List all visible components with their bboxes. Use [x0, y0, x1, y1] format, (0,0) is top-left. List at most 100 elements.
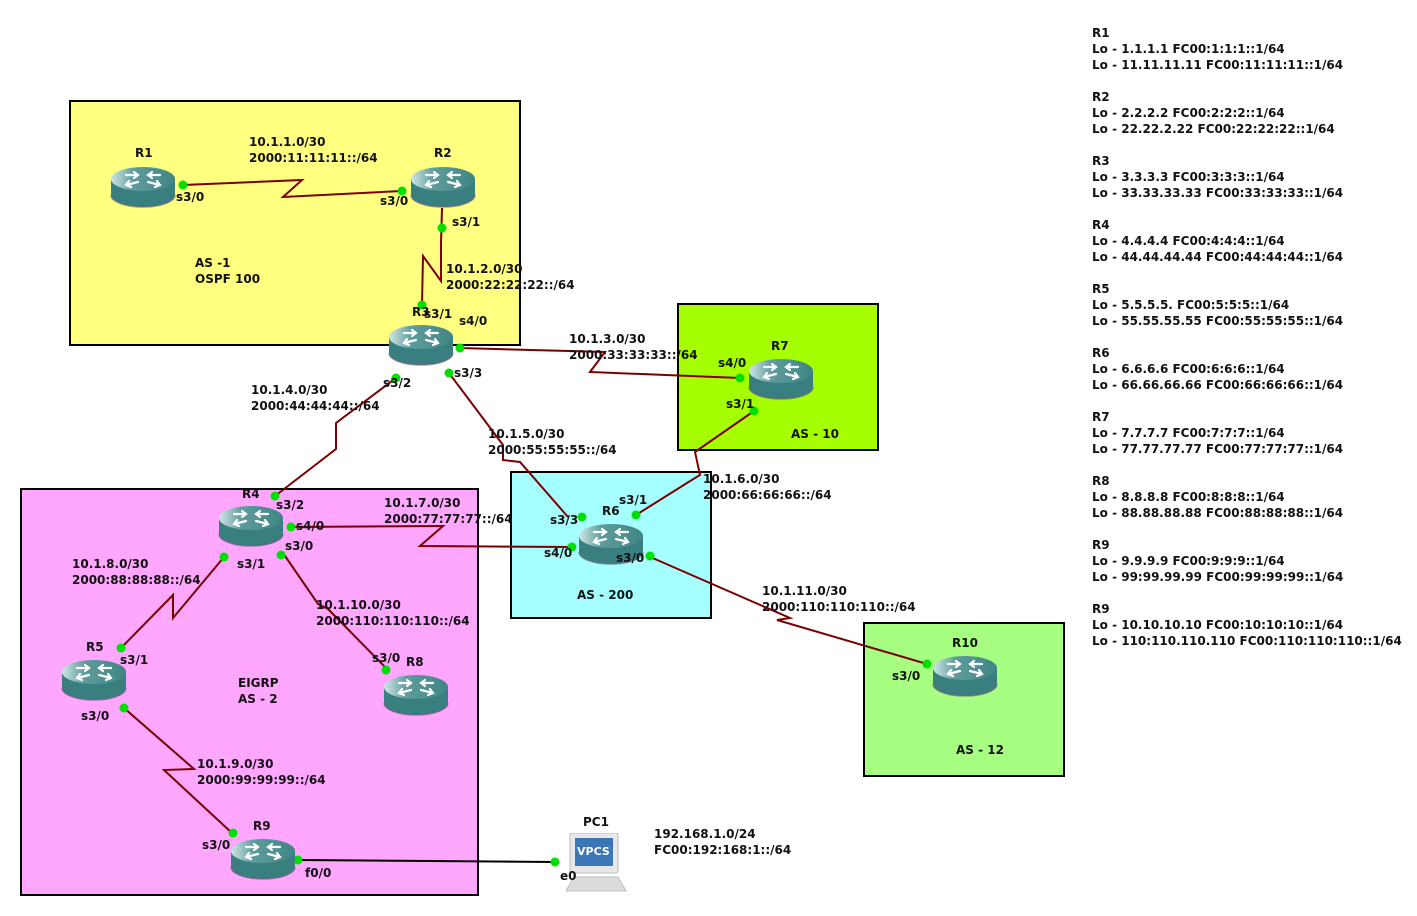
if-pc1-e0: e0: [560, 869, 577, 883]
legend-loopback-line: Lo - 66.66.66.66 FC00:66:66:66::1/64: [1092, 378, 1344, 392]
router-r8[interactable]: [383, 674, 449, 716]
router-r3[interactable]: [388, 324, 454, 366]
port-r1-s3-0[interactable]: [178, 180, 188, 190]
router-r7[interactable]: [748, 358, 814, 400]
link-r9-pc1[interactable]: [297, 859, 556, 863]
if-r9-f0-0: f0/0: [305, 866, 332, 880]
router-r9[interactable]: [230, 838, 296, 880]
link-r5-r9[interactable]: [123, 707, 233, 834]
port-r9-f0-0[interactable]: [293, 855, 303, 865]
port-r8-s3-0[interactable]: [381, 665, 391, 675]
subnet-r3-r6-v4: 10.1.5.0/30: [488, 427, 565, 441]
router-r1[interactable]: [110, 166, 176, 208]
subnet-r4-r6-v6: 2000:77:77:77::/64: [384, 512, 513, 526]
if-r6-s4-0: s4/0: [544, 546, 573, 560]
port-r4-s4-0[interactable]: [286, 522, 296, 532]
port-r6-s4-0[interactable]: [567, 542, 577, 552]
port-r5-s3-0[interactable]: [119, 703, 129, 713]
subnet-r1-r2-v6: 2000:11:11:11::/64: [249, 151, 378, 165]
legend-loopback-line: Lo - 6.6.6.6 FC00:6:6:6::1/64: [1092, 362, 1285, 376]
link-r3-r4[interactable]: [274, 377, 397, 497]
if-r7-s4-0: s4/0: [718, 356, 747, 370]
zone-as1-protocol-label: OSPF 100: [195, 272, 261, 286]
if-r4-s4-0: s4/0: [296, 519, 325, 533]
subnet-r7-r6-v4: 10.1.6.0/30: [703, 472, 780, 486]
subnet-r1-r2-v4: 10.1.1.0/30: [249, 135, 326, 149]
link-r4-r5[interactable]: [120, 556, 225, 649]
router-r10[interactable]: [932, 655, 998, 697]
port-r3-s3-3[interactable]: [444, 368, 454, 378]
legend-loopback-line: Lo - 88.88.88.88 FC00:88:88:88::1/64: [1092, 506, 1344, 520]
legend-title: R9: [1092, 602, 1110, 616]
link-r3-r6[interactable]: [448, 372, 569, 518]
port-r2-s3-0[interactable]: [397, 186, 407, 196]
port-r6-s3-3[interactable]: [577, 512, 587, 522]
link-r6-r10[interactable]: [647, 555, 928, 665]
router-r3-label: R3: [412, 305, 430, 319]
legend-loopback-line: Lo - 3.3.3.3 FC00:3:3:3::1/64: [1092, 170, 1285, 184]
port-r6-s3-0[interactable]: [645, 551, 655, 561]
router-r5[interactable]: [61, 659, 127, 701]
link-r4-r8[interactable]: [282, 552, 389, 671]
port-r3-s4-0[interactable]: [455, 343, 465, 353]
legend-title: R7: [1092, 410, 1110, 424]
link-r1-r2[interactable]: [182, 178, 403, 199]
zone-as1-ospf[interactable]: [69, 100, 521, 346]
if-r3-s3-3: s3/3: [454, 366, 483, 380]
port-pc1-e0[interactable]: [550, 857, 560, 867]
router-r2-label: R2: [434, 146, 452, 160]
legend-loopback-line: Lo - 11.11.11.11 FC00:11:11:11::1/64: [1092, 58, 1344, 72]
legend-title: R5: [1092, 282, 1110, 296]
port-r4-s3-2[interactable]: [270, 491, 280, 501]
port-r3-s3-2[interactable]: [391, 373, 401, 383]
legend-loopback-line: Lo - 110:110.110.110 FC00:110:110:110::1…: [1092, 634, 1402, 648]
port-r7-s4-0[interactable]: [735, 373, 745, 383]
legend-loopback-line: Lo - 7.7.7.7 FC00:7:7:7::1/64: [1092, 426, 1285, 440]
port-r9-s3-0[interactable]: [228, 828, 238, 838]
legend-loopback-line: Lo - 10.10.10.10 FC00:10:10:10::1/64: [1092, 618, 1344, 632]
zone-as12[interactable]: [863, 622, 1065, 777]
if-r5-s3-1: s3/1: [120, 653, 149, 667]
port-r4-s3-0[interactable]: [276, 550, 286, 560]
if-r6-s3-1: s3/1: [619, 493, 648, 507]
if-r3-s3-1: s3/1: [424, 307, 453, 321]
vpcs-pc1[interactable]: VPCS: [565, 832, 627, 892]
legend-loopback-line: Lo - 22.22.2.22 FC00:22:22:22::1/64: [1092, 122, 1335, 136]
router-r4-label: R4: [242, 487, 260, 501]
router-r2[interactable]: [410, 166, 476, 208]
legend-loopback-line: Lo - 5.5.5.5. FC00:5:5:5::1/64: [1092, 298, 1290, 312]
legend-loopback-line: Lo - 55.55.55.55 FC00:55:55:55::1/64: [1092, 314, 1344, 328]
link-r4-r6[interactable]: [289, 524, 573, 548]
legend-title: R3: [1092, 154, 1110, 168]
port-r3-s3-1[interactable]: [417, 300, 427, 310]
subnet-r6-r10-v6: 2000:110:110:110::/64: [762, 600, 916, 614]
pc-icon: [565, 832, 627, 892]
if-r4-s3-0: s3/0: [285, 539, 314, 553]
subnet-r4-r5-v4: 10.1.8.0/30: [72, 557, 149, 571]
port-r2-s3-1[interactable]: [437, 223, 447, 233]
link-r3-r7[interactable]: [459, 347, 741, 379]
subnet-lan-v4: 192.168.1.0/24: [654, 827, 756, 841]
legend-loopback-line: Lo - 9.9.9.9 FC00:9:9:9::1/64: [1092, 554, 1285, 568]
legend-title: R6: [1092, 346, 1110, 360]
port-r4-s3-1[interactable]: [219, 552, 229, 562]
link-r7-r6[interactable]: [635, 410, 755, 516]
zone-as2-label: AS - 2: [238, 692, 278, 706]
link-r2-r3[interactable]: [421, 207, 443, 306]
legend-loopback-line: Lo - 8.8.8.8 FC00:8:8:8::1/64: [1092, 490, 1285, 504]
port-r5-s3-1[interactable]: [116, 643, 126, 653]
pc1-label: PC1: [583, 815, 609, 829]
port-r10-s3-0[interactable]: [922, 659, 932, 669]
if-r2-s3-0: s3/0: [380, 194, 409, 208]
port-r7-s3-1[interactable]: [749, 406, 759, 416]
router-r4[interactable]: [218, 505, 284, 547]
subnet-r4-r6-v4: 10.1.7.0/30: [384, 496, 461, 510]
pc-screen-label: VPCS: [577, 845, 610, 858]
if-r4-s3-2: s3/2: [276, 498, 305, 512]
port-r6-s3-1[interactable]: [631, 510, 641, 520]
